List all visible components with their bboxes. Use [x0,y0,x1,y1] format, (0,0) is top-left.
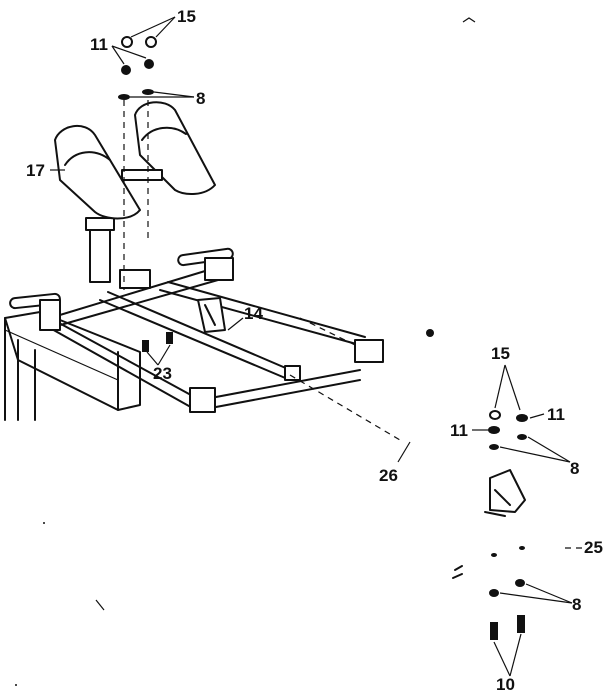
label-8-right-a: 8 [570,459,580,478]
label-15-top: 15 [177,7,196,26]
top-hardware [111,16,195,100]
label-23: 23 [153,364,172,383]
label-14: 14 [244,304,263,323]
label-26: 26 [379,466,398,485]
alignment-lines [123,100,401,441]
label-8-top: 8 [196,89,206,108]
label-10: 10 [496,675,515,694]
label-15-right: 15 [491,344,510,363]
label-11-top: 11 [90,35,108,54]
foot-roller-frame [9,217,384,413]
label-25: 25 [584,538,603,557]
foot-pads [50,101,216,220]
label-17: 17 [26,161,45,180]
bolts-23 [142,332,173,366]
label-11-right-a: 11 [547,405,565,424]
right-assembly [397,329,585,677]
bench-frame [4,311,141,421]
stray-marks [15,17,476,686]
label-8-right-b: 8 [572,595,582,614]
label-11-right-b: 11 [450,421,468,440]
